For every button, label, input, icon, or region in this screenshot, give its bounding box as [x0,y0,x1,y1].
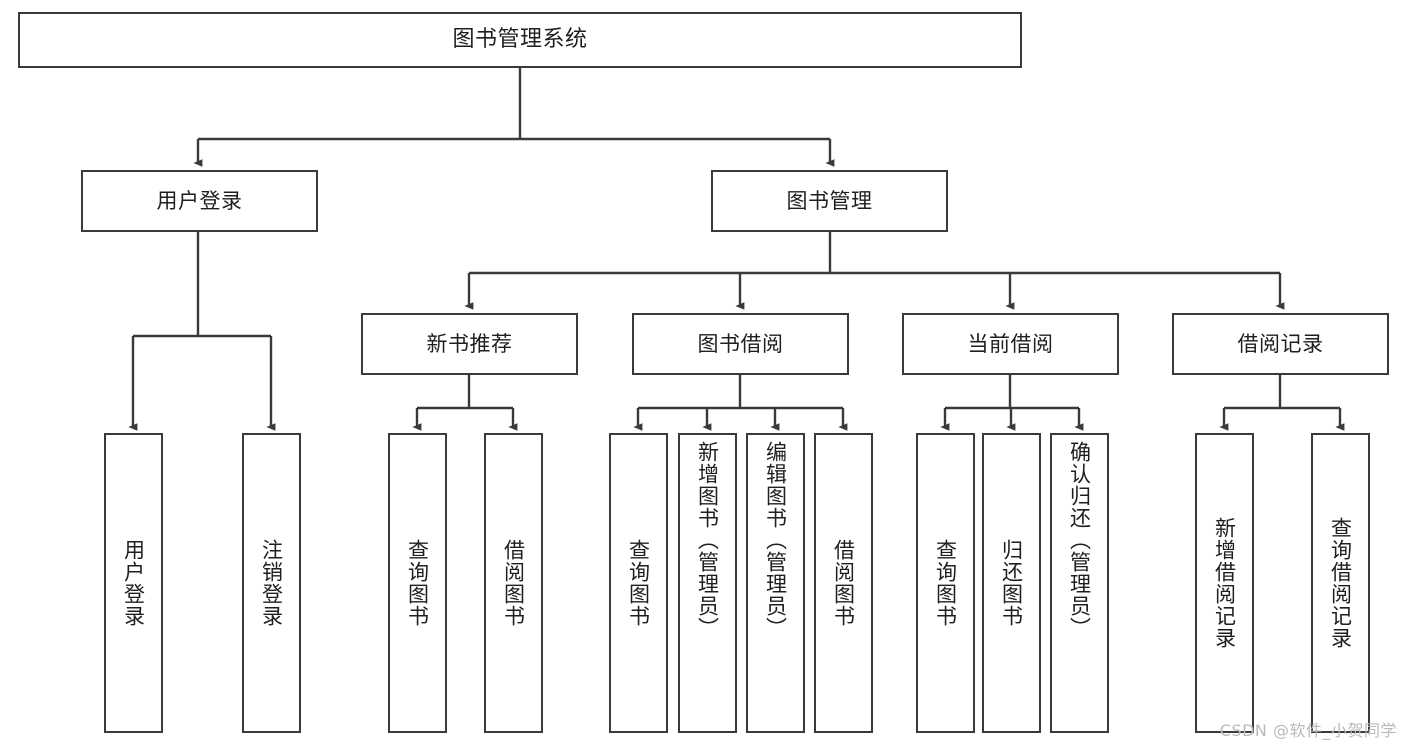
leaf-record-add-record[interactable]: 新增借阅记录 [1195,433,1254,733]
node-root[interactable]: 图书管理系统 [18,12,1022,68]
leaf-record-query-record[interactable]: 查询借阅记录 [1311,433,1370,733]
leaf-record-add-record-label: 新增借阅记录 [1212,517,1237,649]
leaf-user-login-signin-label: 用户登录 [121,539,146,627]
leaf-borrow-query-book-label: 查询图书 [626,539,651,627]
node-root-label: 图书管理系统 [452,27,588,53]
leaf-record-query-record-label: 查询借阅记录 [1328,517,1353,649]
node-user-login[interactable]: 用户登录 [81,170,318,232]
node-new-book-recommend-label: 新书推荐 [426,331,513,356]
node-borrow-record[interactable]: 借阅记录 [1172,313,1389,375]
node-book-management-label: 图书管理 [786,188,873,213]
leaf-current-return-book[interactable]: 归还图书 [982,433,1041,733]
leaf-borrow-edit-book[interactable]: 编辑图书（管理员） [746,433,805,733]
leaf-borrow-borrow-book[interactable]: 借阅图书 [814,433,873,733]
leaf-current-query-book[interactable]: 查询图书 [916,433,975,733]
leaf-recommend-query-book-label: 查询图书 [405,539,430,627]
leaf-user-login-signin[interactable]: 用户登录 [104,433,163,733]
leaf-current-return-book-label: 归还图书 [999,539,1024,627]
leaf-user-login-signout[interactable]: 注销登录 [242,433,301,733]
leaf-user-login-signout-label: 注销登录 [259,539,284,627]
leaf-borrow-query-book[interactable]: 查询图书 [609,433,668,733]
node-book-borrow[interactable]: 图书借阅 [632,313,849,375]
leaf-current-query-book-label: 查询图书 [933,539,958,627]
node-current-borrow-label: 当前借阅 [967,331,1054,356]
node-borrow-record-label: 借阅记录 [1237,331,1324,356]
csdn-watermark: CSDN @软件_小贺同学 [1219,721,1397,740]
leaf-recommend-borrow-book-label: 借阅图书 [501,539,526,627]
leaf-borrow-edit-book-label: 编辑图书（管理员） [763,441,788,639]
node-new-book-recommend[interactable]: 新书推荐 [361,313,578,375]
leaf-recommend-query-book[interactable]: 查询图书 [388,433,447,733]
node-book-management[interactable]: 图书管理 [711,170,948,232]
node-book-borrow-label: 图书借阅 [697,331,784,356]
node-current-borrow[interactable]: 当前借阅 [902,313,1119,375]
leaf-current-confirm-return[interactable]: 确认归还（管理员） [1050,433,1109,733]
leaf-borrow-borrow-book-label: 借阅图书 [831,539,856,627]
leaf-recommend-borrow-book[interactable]: 借阅图书 [484,433,543,733]
leaf-borrow-add-book[interactable]: 新增图书（管理员） [678,433,737,733]
leaf-borrow-add-book-label: 新增图书（管理员） [695,441,720,639]
node-user-login-label: 用户登录 [156,188,243,213]
leaf-current-confirm-return-label: 确认归还（管理员） [1067,441,1092,639]
